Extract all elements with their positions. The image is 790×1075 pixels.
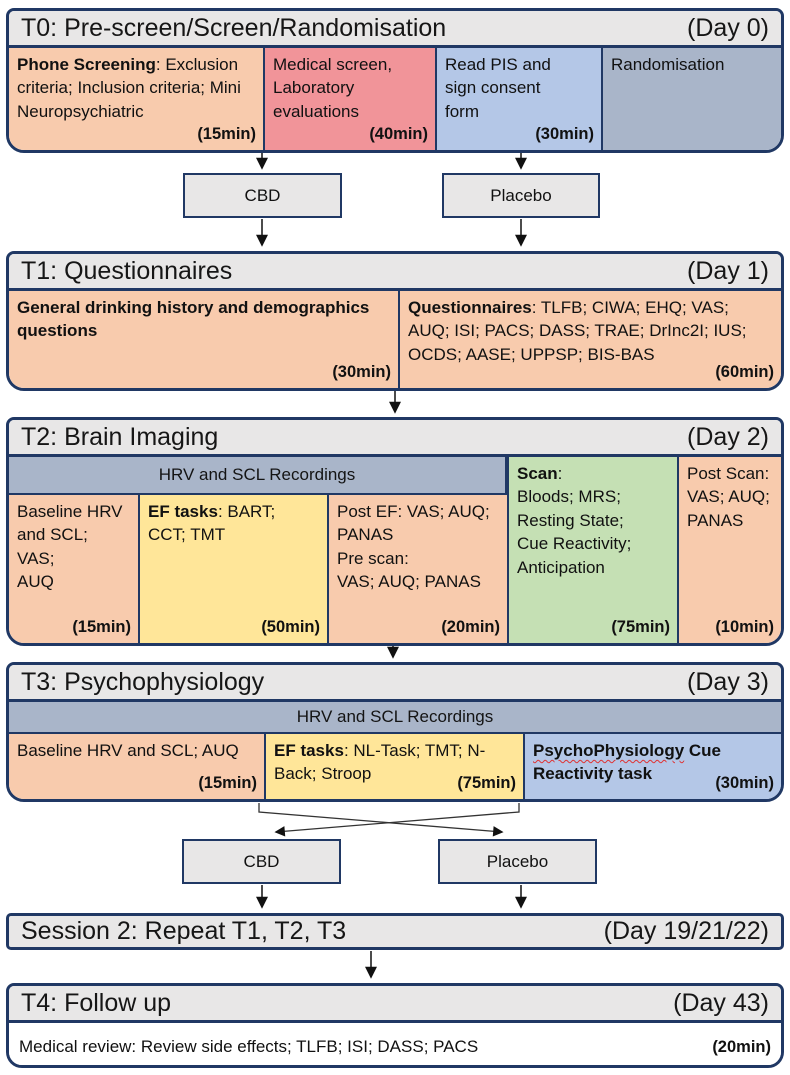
t2-baseline-text: Baseline HRV and SCL; VAS; AUQ: [17, 502, 123, 592]
cbd-box-2-label: CBD: [243, 851, 280, 871]
t2-title: T2: Brain Imaging: [21, 422, 219, 451]
t0-title: T0: Pre-screen/Screen/Randomisation: [21, 13, 447, 42]
t4-content-row: Medical review: Review side effects; TLF…: [9, 1023, 781, 1065]
t0-phone-screening-text: Phone Screening: Exclusion criteria; Inc…: [17, 55, 241, 121]
t2-scan-text: Scan: Bloods; MRS; Resting State; Cue Re…: [517, 464, 632, 577]
t2-baseline-box: Baseline HRV and SCL; VAS; AUQ (15min): [9, 495, 138, 643]
t1-drinking-history-text: General drinking history and demographic…: [17, 298, 370, 341]
placebo-box-2-label: Placebo: [486, 851, 549, 871]
cbd-box-1: CBD: [183, 173, 342, 218]
t3-content-row: Baseline HRV and SCL; AUQ (15min) EF tas…: [9, 734, 781, 799]
t2-hrv-scl-banner-text: HRV and SCL Recordings: [158, 465, 356, 484]
t1-header: T1: Questionnaires (Day 1): [9, 254, 781, 291]
t1-questionnaires-duration: (60min): [715, 363, 774, 382]
t1-drinking-history-box: General drinking history and demographic…: [9, 291, 398, 388]
t0-consent-text: Read PIS and sign consent form: [445, 55, 551, 121]
t0-header: T0: Pre-screen/Screen/Randomisation (Day…: [9, 11, 781, 48]
t2-post-ef-duration: (20min): [441, 618, 500, 637]
t3-baseline-box: Baseline HRV and SCL; AUQ (15min): [9, 734, 264, 799]
t2-content: HRV and SCL Recordings Baseline HRV and …: [9, 457, 781, 643]
t3-ef-tasks-box: EF tasks: NL-Task; TMT; N- Back; Stroop …: [264, 734, 523, 799]
t2-ef-tasks-duration: (50min): [261, 618, 320, 637]
t2-hrv-scl-banner: HRV and SCL Recordings: [9, 457, 507, 495]
t3-section: T3: Psychophysiology (Day 3) HRV and SCL…: [6, 662, 784, 802]
t2-scan-box: Scan: Bloods; MRS; Resting State; Cue Re…: [507, 457, 677, 643]
t2-post-ef-box: Post EF: VAS; AUQ; PANAS Pre scan: VAS; …: [327, 495, 507, 643]
t4-header: T4: Follow up (Day 43): [9, 986, 781, 1023]
t1-day-label: (Day 1): [687, 256, 769, 285]
t2-scan-duration: (75min): [611, 618, 670, 637]
t4-medical-review-text: Medical review: Review side effects; TLF…: [19, 1037, 479, 1056]
t2-post-scan-box: Post Scan: VAS; AUQ; PANAS (10min): [677, 457, 781, 643]
t2-day-label: (Day 2): [687, 422, 769, 451]
placebo-box-2: Placebo: [438, 839, 597, 884]
t4-section: T4: Follow up (Day 43) Medical review: R…: [6, 983, 784, 1068]
t2-section: T2: Brain Imaging (Day 2) HRV and SCL Re…: [6, 417, 784, 646]
t0-consent-box: Read PIS and sign consent form (30min): [435, 48, 601, 150]
t3-cue-reactivity-text: PsychoPhysiology Cue Reactivity task: [533, 741, 722, 784]
t3-baseline-text: Baseline HRV and SCL; AUQ: [17, 741, 239, 760]
t2-ef-tasks-text: EF tasks: BART; CCT; TMT: [148, 502, 276, 545]
placebo-box-1-label: Placebo: [490, 185, 552, 205]
cbd-box-1-label: CBD: [244, 185, 281, 205]
t3-hrv-scl-banner-text: HRV and SCL Recordings: [296, 707, 494, 726]
t3-title: T3: Psychophysiology: [21, 667, 265, 696]
t1-title: T1: Questionnaires: [21, 256, 233, 285]
t4-medical-review-duration: (20min): [712, 1038, 771, 1056]
t2-ef-tasks-box: EF tasks: BART; CCT; TMT (50min): [138, 495, 327, 643]
t0-medical-screen-box: Medical screen, Laboratory evaluations (…: [263, 48, 435, 150]
t1-section: T1: Questionnaires (Day 1) General drink…: [6, 251, 784, 391]
t3-cue-reactivity-box: PsychoPhysiology Cue Reactivity task (30…: [523, 734, 781, 799]
t1-drinking-history-duration: (30min): [332, 363, 391, 382]
t3-psychophysiology-word: PsychoPhysiology: [533, 741, 685, 760]
t4-title: T4: Follow up: [21, 988, 172, 1017]
t2-post-scan-duration: (10min): [715, 618, 774, 637]
crossover-t3-to-cbd: [274, 803, 520, 837]
t2-header: T2: Brain Imaging (Day 2): [9, 420, 781, 457]
t3-header: T3: Psychophysiology (Day 3): [9, 665, 781, 702]
crossover-t3-to-placebo: [258, 803, 504, 837]
t3-baseline-duration: (15min): [198, 774, 257, 793]
t0-randomisation-text: Randomisation: [611, 55, 725, 74]
t3-cue-reactivity-duration: (30min): [715, 774, 774, 793]
t1-content-row: General drinking history and demographic…: [9, 291, 781, 388]
t3-day-label: (Day 3): [687, 667, 769, 696]
t0-medical-screen-duration: (40min): [369, 125, 428, 144]
t3-hrv-scl-banner: HRV and SCL Recordings: [9, 702, 781, 734]
session2-day-label: (Day 19/21/22): [603, 917, 769, 945]
t2-post-ef-text: Post EF: VAS; AUQ; PANAS Pre scan: VAS; …: [337, 502, 490, 592]
t0-medical-screen-text: Medical screen, Laboratory evaluations: [273, 55, 393, 121]
t1-questionnaires-text: Questionnaires: TLFB; CIWA; EHQ; VAS; AU…: [408, 298, 747, 364]
t3-ef-tasks-duration: (75min): [457, 774, 516, 793]
t0-day-label: (Day 0): [687, 13, 769, 42]
t1-questionnaires-box: Questionnaires: TLFB; CIWA; EHQ; VAS; AU…: [398, 291, 781, 388]
t0-section: T0: Pre-screen/Screen/Randomisation (Day…: [6, 8, 784, 153]
t3-ef-tasks-text: EF tasks: NL-Task; TMT; N- Back; Stroop: [274, 741, 486, 784]
session2-bar: Session 2: Repeat T1, T2, T3 (Day 19/21/…: [6, 913, 784, 950]
t0-randomisation-box: Randomisation: [601, 48, 781, 150]
t0-consent-duration: (30min): [535, 125, 594, 144]
session2-title: Session 2: Repeat T1, T2, T3: [21, 917, 347, 945]
t0-phone-screening-box: Phone Screening: Exclusion criteria; Inc…: [9, 48, 263, 150]
t2-baseline-duration: (15min): [72, 618, 131, 637]
t4-day-label: (Day 43): [673, 988, 769, 1017]
t0-content-row: Phone Screening: Exclusion criteria; Inc…: [9, 48, 781, 150]
cbd-box-2: CBD: [182, 839, 341, 884]
t0-phone-screening-duration: (15min): [197, 125, 256, 144]
placebo-box-1: Placebo: [442, 173, 600, 218]
t2-post-scan-text: Post Scan: VAS; AUQ; PANAS: [687, 464, 770, 530]
